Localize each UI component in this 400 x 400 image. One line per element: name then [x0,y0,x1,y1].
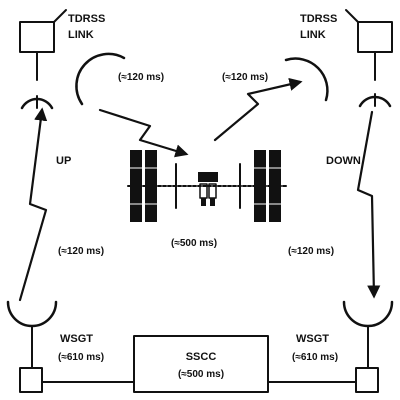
tdrss-right-label: TDRSS LINK [300,13,340,41]
space-station-icon [127,150,287,222]
tdrss-right-satellite [345,9,393,108]
up-label: UP [56,155,71,167]
tdrss-left-satellite [19,9,67,110]
wsgt-left-label: WSGT [60,333,93,345]
wsgt-right-label: WSGT [296,333,329,345]
wsgt-right-latency: (≈610 ms) [292,352,338,363]
latency-up: (≈120 ms) [58,246,104,257]
wsgt-right-ground-station [342,300,394,393]
wsgt-left-latency: (≈610 ms) [58,352,104,363]
latency-station: (≈500 ms) [171,238,217,249]
uplink-zigzag-arrow [98,108,189,158]
up-link-arrow [18,107,48,302]
tdrss-right-link-dish [284,57,329,102]
latency-downlink-top: (≈120 ms) [222,72,268,83]
sscc-label: SSCC [186,351,217,363]
latency-uplink-top: (≈120 ms) [118,72,164,83]
down-link-arrow [356,110,381,299]
wsgt-left-ground-station [6,300,58,393]
sscc-latency: (≈500 ms) [178,369,224,380]
sscc-box [133,335,269,393]
latency-down: (≈120 ms) [288,246,334,257]
tdrss-left-label: TDRSS LINK [68,13,108,41]
down-label: DOWN [326,155,361,167]
tdrss-left-link-dish [75,52,126,106]
downlink-zigzag-arrow [213,77,303,142]
